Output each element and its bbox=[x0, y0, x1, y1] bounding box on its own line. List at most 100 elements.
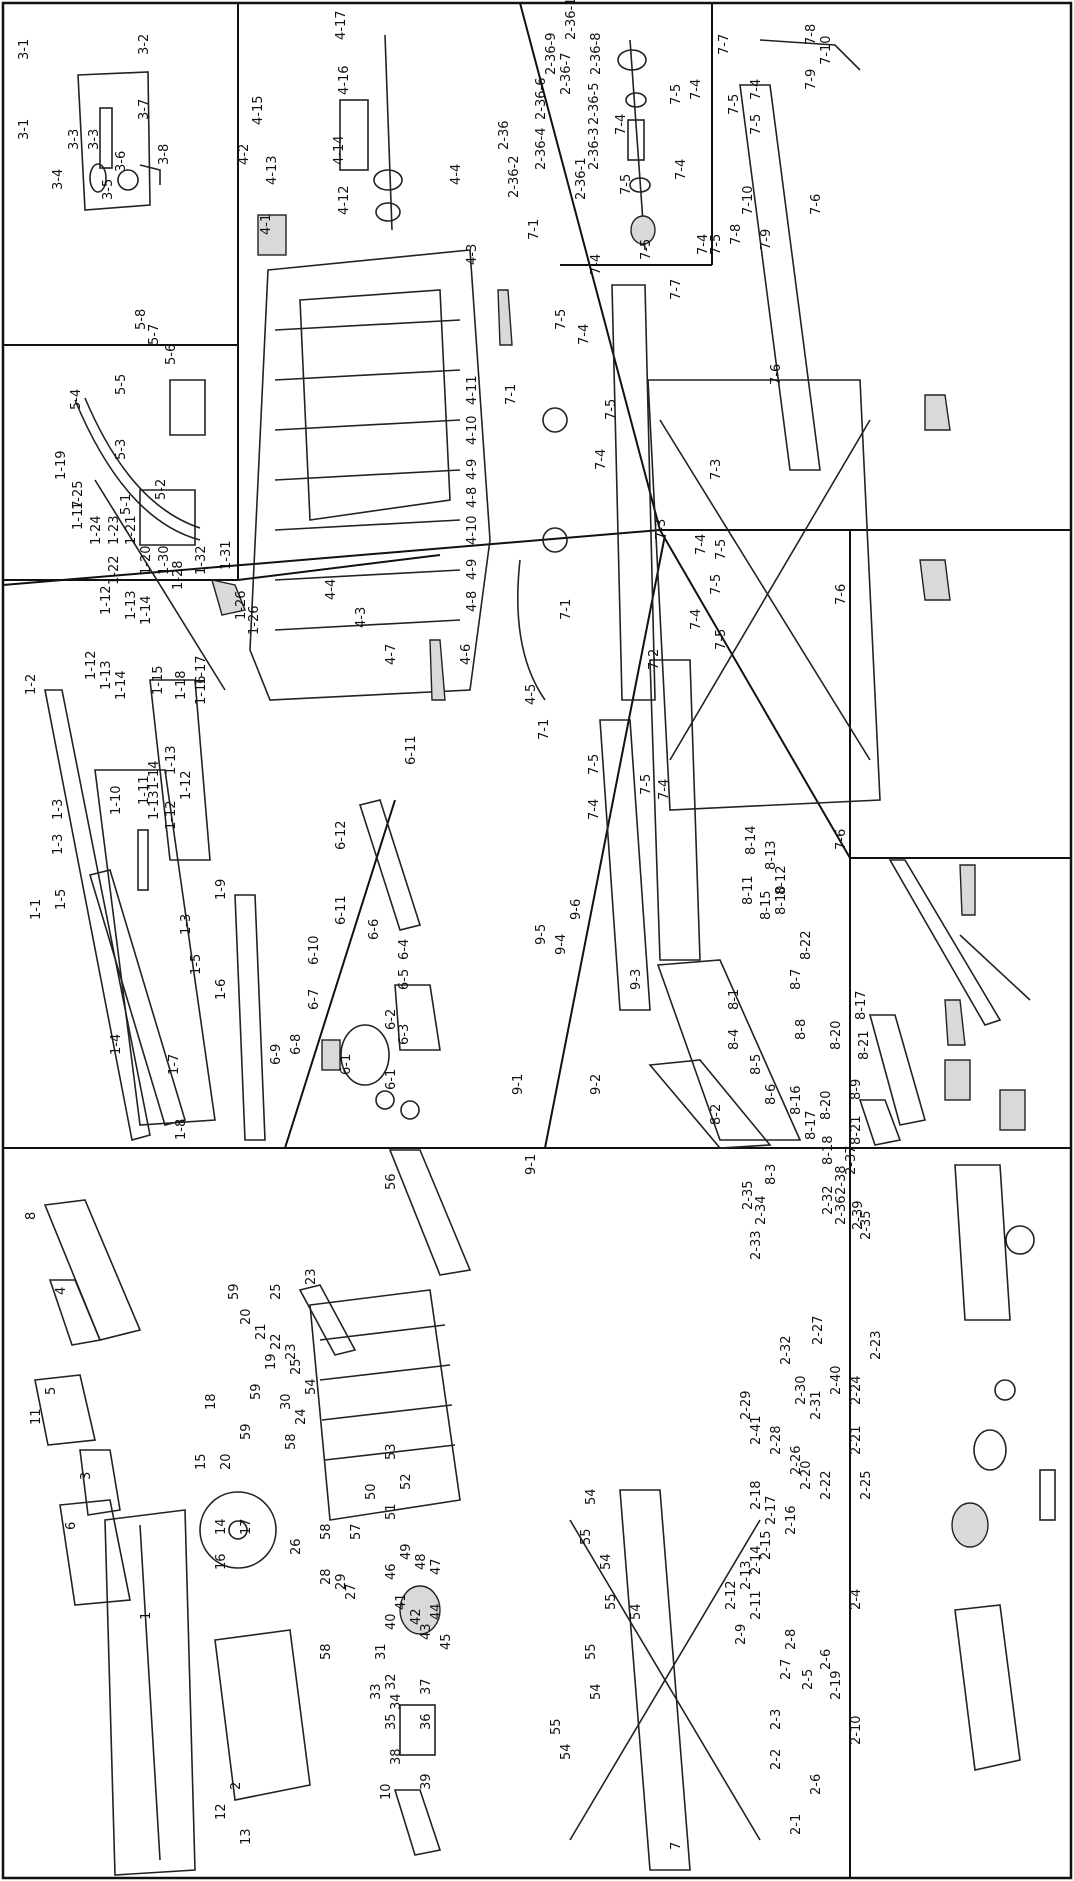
callout-label: 2-22 bbox=[819, 1470, 834, 1500]
callout-label: 45 bbox=[439, 1633, 454, 1650]
callout-label: 5-5 bbox=[114, 374, 129, 395]
callout-label: 58 bbox=[319, 1643, 334, 1660]
callout-label: 2-23 bbox=[869, 1330, 884, 1360]
callout-label: 55 bbox=[604, 1593, 619, 1610]
callout-label: 4-1 bbox=[259, 214, 274, 235]
callout-label: 48 bbox=[414, 1553, 429, 1570]
callout-label: 1-13 bbox=[124, 590, 139, 620]
callout-label: 2-6 bbox=[809, 1774, 824, 1795]
callout-label: 55 bbox=[549, 1718, 564, 1735]
callout-label: 40 bbox=[384, 1613, 399, 1630]
callout-label: 1-17 bbox=[194, 655, 209, 685]
callout-label: 2-27 bbox=[811, 1315, 826, 1345]
callout-label: 7-4 bbox=[689, 79, 704, 100]
callout-label: 6-6 bbox=[367, 919, 382, 940]
callout-label: 1-17 bbox=[71, 500, 86, 530]
callout-label: 7-1 bbox=[504, 384, 519, 405]
callout-label: 7-5 bbox=[749, 114, 764, 135]
callout-label: 58 bbox=[319, 1523, 334, 1540]
callout-label: 25 bbox=[269, 1283, 284, 1300]
callout-label: 2-33 bbox=[749, 1230, 764, 1260]
callout-label: 2-36-2 bbox=[507, 156, 522, 198]
callout-label: 18 bbox=[204, 1393, 219, 1410]
callout-label: 57 bbox=[349, 1523, 364, 1540]
callout-label: 2-38 bbox=[834, 1165, 849, 1195]
callout-label: 49 bbox=[399, 1543, 414, 1560]
callout-label: 4-10 bbox=[465, 415, 480, 445]
callout-label: 8-12 bbox=[774, 865, 789, 895]
callout-label: 23 bbox=[304, 1268, 319, 1285]
callout-label: 1-25 bbox=[71, 480, 86, 510]
callout-label: 2-34 bbox=[754, 1195, 769, 1225]
callout-label: 56 bbox=[384, 1173, 399, 1190]
callout-label: 1-31 bbox=[219, 540, 234, 570]
callout-label: 3-8 bbox=[157, 144, 172, 165]
callout-label: 7-8 bbox=[804, 24, 819, 45]
callout-label: 2-18 bbox=[749, 1480, 764, 1510]
callout-label: 8-21 bbox=[857, 1030, 872, 1060]
callout-label: 2-25 bbox=[859, 1470, 874, 1500]
callout-label: 39 bbox=[419, 1773, 434, 1790]
callout-label: 7-1 bbox=[537, 719, 552, 740]
callout-label: 24 bbox=[294, 1408, 309, 1425]
callout-label: 7-5 bbox=[604, 399, 619, 420]
callout-label: 8-6 bbox=[764, 1084, 779, 1105]
callout-label: 4-4 bbox=[324, 579, 339, 600]
callout-label: 2-36-8 bbox=[589, 33, 604, 75]
callout-label: 4-13 bbox=[265, 155, 280, 185]
callout-label: 2-36-10 bbox=[564, 0, 579, 40]
callout-label: 8-8 bbox=[794, 1019, 809, 1040]
callout-label: 4-11 bbox=[465, 375, 480, 405]
callout-label: 7-10 bbox=[741, 185, 756, 215]
callout-label: 38 bbox=[389, 1748, 404, 1765]
callout-label: 7-3 bbox=[709, 459, 724, 480]
panel-7-parts bbox=[599, 39, 976, 1046]
callout-label: 32 bbox=[384, 1673, 399, 1690]
callout-label: 1-11 bbox=[137, 775, 152, 805]
callout-label: 8-20 bbox=[819, 1090, 834, 1120]
callout-label: 2-26 bbox=[789, 1445, 804, 1475]
callout-label: 2-40 bbox=[829, 1365, 844, 1395]
callout-label: 2-32 bbox=[821, 1185, 836, 1215]
callout-label: 7-6 bbox=[834, 829, 849, 850]
callout-label: 7-4 bbox=[674, 159, 689, 180]
callout-label: 27 bbox=[344, 1583, 359, 1600]
callout-label: 11 bbox=[29, 1408, 44, 1425]
callout-label: 2-13 bbox=[739, 1560, 754, 1590]
callout-label: 1-8 bbox=[174, 1119, 189, 1140]
callout-label: 1-12 bbox=[84, 650, 99, 680]
callout-label: 1-9 bbox=[214, 879, 229, 900]
callout-label: 1-26 bbox=[247, 605, 262, 635]
callout-label: 8-10 bbox=[774, 885, 789, 915]
callout-label: 13 bbox=[239, 1828, 254, 1845]
callout-label: 4-3 bbox=[465, 244, 480, 265]
callout-label: 7-4 bbox=[614, 114, 629, 135]
callout-label: 7-3 bbox=[654, 519, 669, 540]
callout-label: 6-3 bbox=[397, 1024, 412, 1045]
callout-label: 2-14 bbox=[749, 1545, 764, 1575]
callout-label: 7-6 bbox=[769, 364, 784, 385]
callout-label: 1-13 bbox=[99, 660, 114, 690]
callout-label: 8-2 bbox=[709, 1104, 724, 1125]
callout-label: 3-3 bbox=[87, 129, 102, 150]
callout-label: 8-17 bbox=[854, 990, 869, 1020]
callout-label: 17 bbox=[239, 1518, 254, 1535]
callout-label: 8-1 bbox=[727, 989, 742, 1010]
callout-label: 1-3 bbox=[179, 914, 194, 935]
callout-label: 1-20 bbox=[139, 545, 154, 575]
callout-label: 8 bbox=[24, 1212, 39, 1220]
callout-label: 4-16 bbox=[337, 65, 352, 95]
callout-label: 19 bbox=[264, 1353, 279, 1370]
callout-label: 29 bbox=[334, 1573, 349, 1590]
callout-label: 34 bbox=[389, 1693, 404, 1710]
callout-label: 4-2 bbox=[237, 144, 252, 165]
callout-label: 53 bbox=[384, 1443, 399, 1460]
panel-2-labels: 2-352-342-332-322-362-382-372-392-352-27… bbox=[724, 1145, 884, 1835]
panel-3-parts bbox=[77, 71, 161, 211]
callout-label: 54 bbox=[589, 1683, 604, 1700]
callout-label: 2-37 bbox=[844, 1145, 859, 1175]
callout-label: 7-6 bbox=[809, 194, 824, 215]
